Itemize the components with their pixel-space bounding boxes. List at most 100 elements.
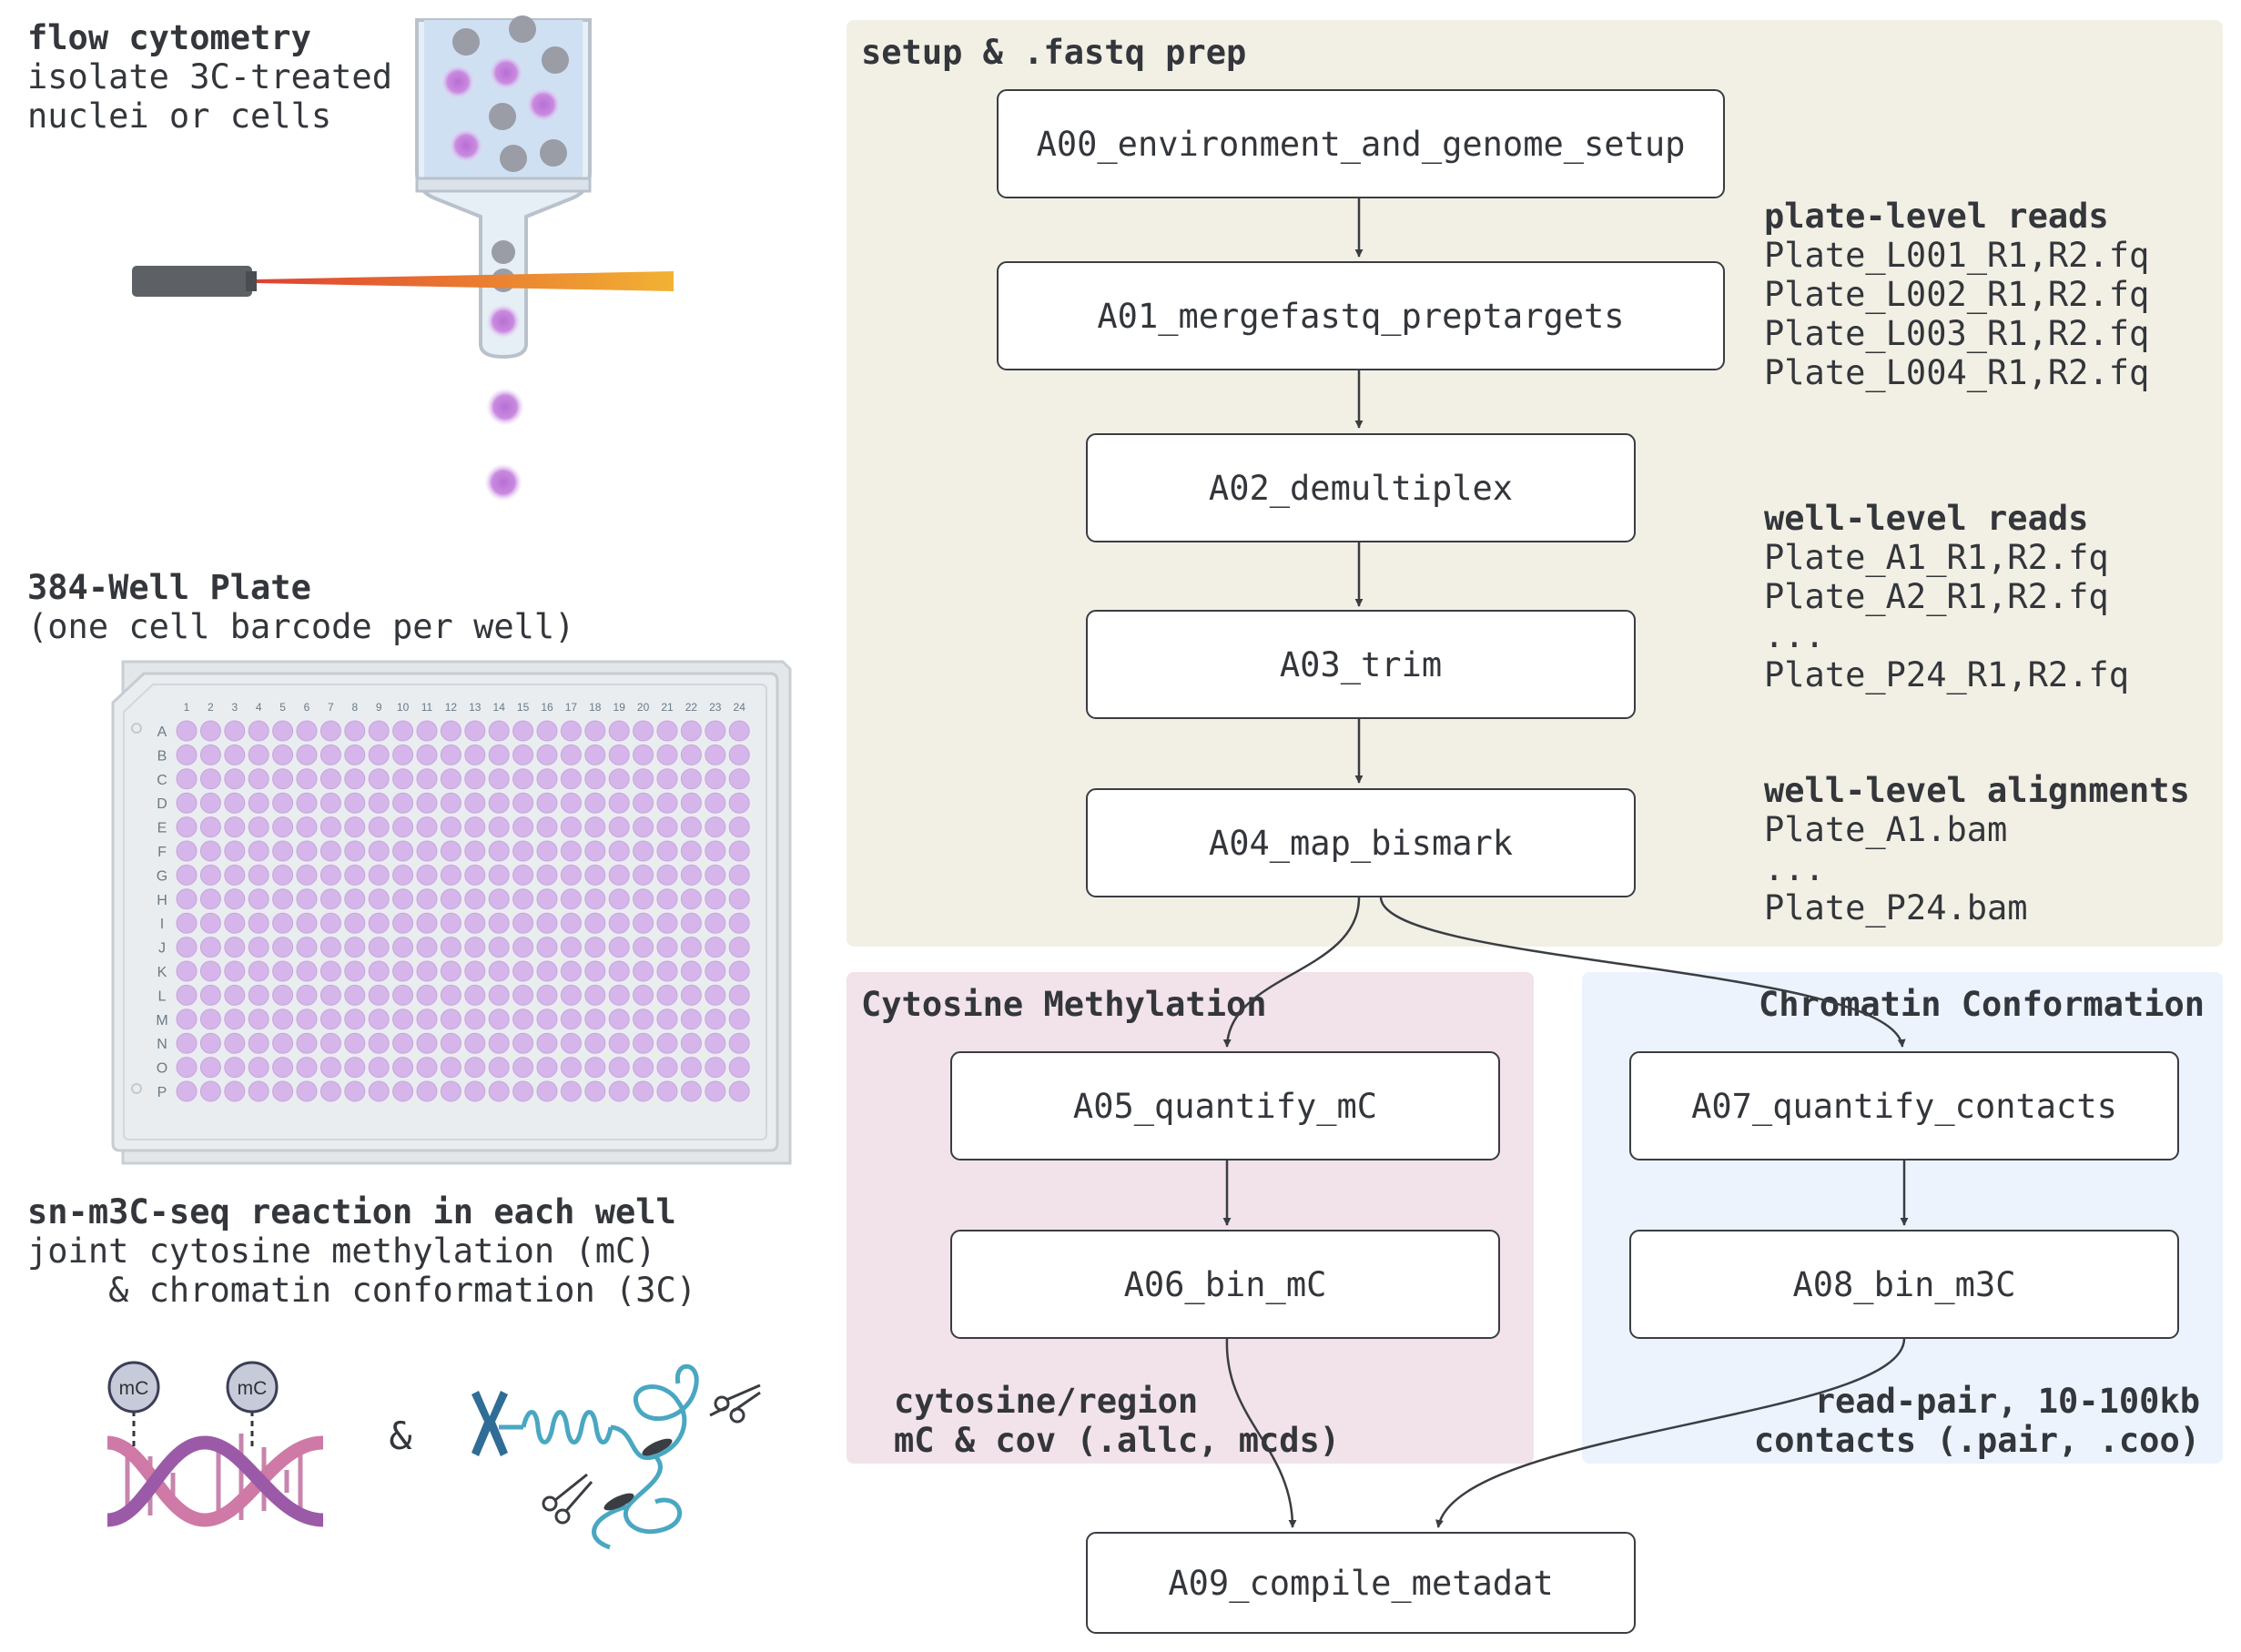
plate-well bbox=[608, 864, 630, 886]
plate-well bbox=[656, 1008, 678, 1030]
plate-well bbox=[199, 1057, 221, 1079]
plate-well bbox=[416, 912, 438, 934]
plate-well bbox=[728, 1032, 750, 1054]
plate-well bbox=[512, 912, 534, 934]
plate-well bbox=[608, 1057, 630, 1079]
plate-row-label: E bbox=[157, 821, 167, 836]
plate-row-label: C bbox=[157, 773, 167, 788]
contacts-output-line: read-pair, 10-100kb bbox=[1814, 1382, 2200, 1421]
setup-region-title: setup & .fastq prep bbox=[861, 33, 1247, 72]
plate-well bbox=[536, 984, 558, 1006]
mc-output-line: cytosine/region bbox=[894, 1382, 1199, 1421]
plate-well bbox=[319, 840, 341, 862]
plate-well bbox=[224, 937, 246, 958]
plate-well bbox=[680, 864, 702, 886]
plate-well bbox=[296, 984, 318, 1006]
plate-column-label: 20 bbox=[637, 701, 650, 714]
plate-well bbox=[176, 720, 198, 742]
plate-row-label: D bbox=[157, 796, 167, 812]
plate-well bbox=[319, 1080, 341, 1102]
plate-well bbox=[440, 720, 461, 742]
plate-well bbox=[176, 792, 198, 814]
plate-well bbox=[344, 1080, 366, 1102]
plate-well bbox=[416, 1080, 438, 1102]
plate-well bbox=[728, 937, 750, 958]
plate-well bbox=[319, 1032, 341, 1054]
plate-well bbox=[392, 840, 414, 862]
edge-a04-a07 bbox=[1379, 897, 1906, 1048]
plate-well bbox=[392, 864, 414, 886]
plate-column-label: 24 bbox=[734, 701, 746, 714]
plate-well bbox=[728, 888, 750, 910]
plate-well bbox=[633, 888, 654, 910]
well-reads-line: Plate_A2_R1,R2.fq bbox=[1764, 577, 2109, 616]
plate-well bbox=[705, 960, 726, 982]
plate-well bbox=[224, 1032, 246, 1054]
plate-well bbox=[440, 864, 461, 886]
plate-well bbox=[176, 1032, 198, 1054]
plate-well bbox=[584, 816, 606, 838]
plate-well bbox=[176, 816, 198, 838]
plate-well bbox=[272, 1080, 294, 1102]
edge-a08-a09 bbox=[1435, 1338, 1906, 1528]
well-reads-line: ... bbox=[1764, 616, 1825, 655]
plate-well bbox=[488, 960, 510, 982]
plate-well bbox=[344, 1032, 366, 1054]
plate-well bbox=[344, 960, 366, 982]
reaction-line: joint cytosine methylation (mC) bbox=[27, 1231, 656, 1271]
node-a04: A04_map_bismark bbox=[1086, 788, 1636, 897]
plate-well bbox=[248, 744, 269, 765]
well-reads-title: well-level reads bbox=[1764, 499, 2089, 538]
plate-well bbox=[633, 1080, 654, 1102]
plate-well bbox=[416, 937, 438, 958]
plate-well bbox=[536, 937, 558, 958]
plate-well bbox=[656, 1057, 678, 1079]
plate-well bbox=[392, 816, 414, 838]
plate-row-label: K bbox=[157, 965, 167, 980]
plate-reads-line: Plate_L002_R1,R2.fq bbox=[1764, 275, 2150, 314]
plate-well bbox=[633, 912, 654, 934]
mc-badge-label: mC bbox=[119, 1378, 149, 1399]
plate-well bbox=[319, 912, 341, 934]
plate-well bbox=[656, 792, 678, 814]
plate-well bbox=[705, 768, 726, 790]
ligation-junction-icon bbox=[603, 1438, 673, 1511]
plate-well bbox=[199, 1080, 221, 1102]
plate-well bbox=[464, 960, 486, 982]
plate-well bbox=[344, 720, 366, 742]
plate-well bbox=[368, 984, 390, 1006]
well-alignments-line: Plate_A1.bam bbox=[1764, 810, 2008, 849]
node-a08: A08_bin_m3C bbox=[1629, 1230, 2179, 1339]
plate-well bbox=[416, 1008, 438, 1030]
plate-well bbox=[224, 912, 246, 934]
plate-well bbox=[584, 840, 606, 862]
plate-well bbox=[272, 960, 294, 982]
plate-well bbox=[464, 1057, 486, 1079]
plate-well bbox=[584, 1057, 606, 1079]
plate-well bbox=[272, 792, 294, 814]
plate-well bbox=[416, 1032, 438, 1054]
plate-well bbox=[296, 792, 318, 814]
plate-well bbox=[488, 1008, 510, 1030]
plate-well bbox=[344, 888, 366, 910]
plate-well bbox=[416, 984, 438, 1006]
plate-well bbox=[199, 840, 221, 862]
plate-well bbox=[560, 864, 582, 886]
plate-reads-line: Plate_L004_R1,R2.fq bbox=[1764, 353, 2150, 392]
plate-well bbox=[512, 720, 534, 742]
plate-well bbox=[728, 816, 750, 838]
plate-well bbox=[416, 888, 438, 910]
plate-well bbox=[680, 1032, 702, 1054]
plate-well bbox=[416, 960, 438, 982]
plate-well bbox=[536, 1008, 558, 1030]
plate-well bbox=[560, 984, 582, 1006]
plate-well bbox=[296, 864, 318, 886]
plate-well bbox=[416, 792, 438, 814]
plate-well bbox=[680, 840, 702, 862]
plate-well bbox=[512, 744, 534, 765]
plate-well bbox=[728, 744, 750, 765]
plate-well bbox=[656, 937, 678, 958]
plate-well bbox=[560, 912, 582, 934]
plate-column-label: 13 bbox=[469, 701, 482, 714]
